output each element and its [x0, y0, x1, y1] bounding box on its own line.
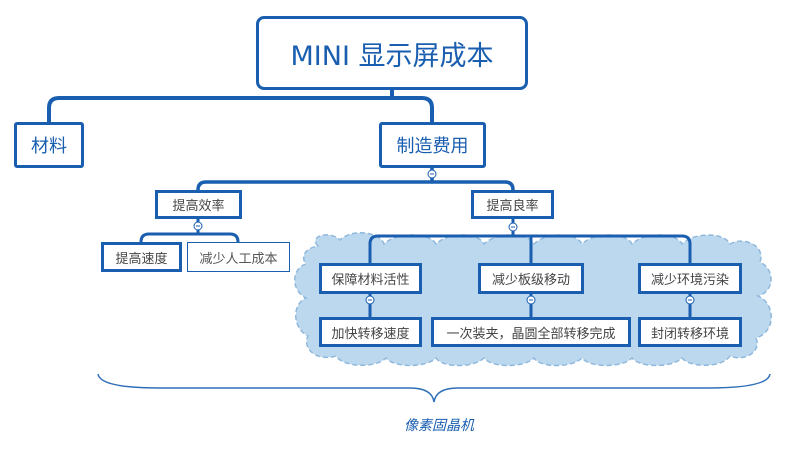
connector-root-level1 [47, 96, 434, 124]
node-baozhang-cailiao: 保障材料活性 [319, 263, 422, 294]
node-tigao-xiaolv: 提高效率 [155, 190, 242, 219]
connector-zhizao-children [196, 180, 515, 192]
node-jianshao-huanjing: 减少环境污染 [638, 263, 742, 294]
node-tigao-lianglv: 提高良率 [471, 190, 554, 219]
node-fengbi-huanjing: 封闭转移环境 [638, 317, 742, 347]
node-jiakuai-sudu: 加快转移速度 [319, 317, 422, 347]
node-jianshao-rengong: 减少人工成本 [187, 242, 290, 272]
node-cailiao: 材料 [14, 122, 84, 168]
node-zhizao: 制造费用 [379, 122, 486, 168]
connector-xiaolv-children [139, 232, 240, 244]
brace-caption: 像素固晶机 [404, 418, 474, 434]
brace-mark [97, 373, 771, 403]
root-node: MINI 显示屏成本 [256, 16, 528, 90]
node-jianshao-banji: 减少板级移动 [478, 263, 584, 294]
node-tigao-sudu: 提高速度 [101, 242, 182, 272]
node-yici-zhuangjia: 一次装夹，晶圆全部转移完成 [431, 317, 631, 347]
